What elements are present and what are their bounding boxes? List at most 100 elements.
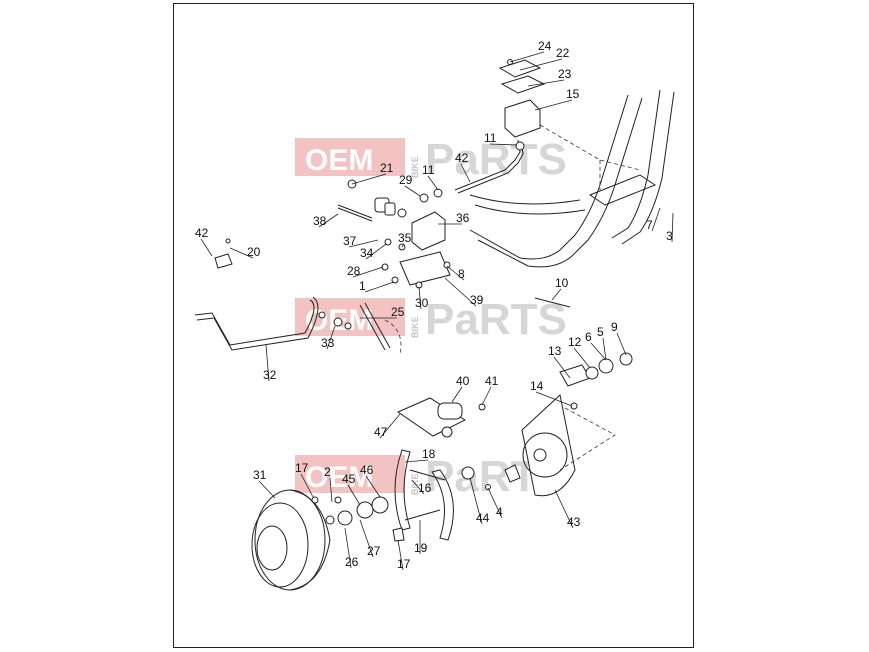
callout-leader-line [411, 479, 425, 495]
callout-leader-line [469, 477, 483, 525]
diagram-frame [173, 3, 694, 648]
callout-label-29: 29 [399, 173, 413, 187]
callout-leader-line [616, 332, 627, 356]
callout-label-19: 19 [414, 541, 428, 555]
callout-leader-line [200, 238, 213, 257]
callout-leader-line [535, 391, 573, 407]
callout-leader-line [229, 247, 254, 259]
watermark-vertical: BIKE [410, 156, 420, 178]
callout-label-23: 23 [558, 67, 572, 81]
callout-label-3: 3 [666, 229, 673, 243]
callout-leader-line [318, 213, 339, 228]
callout-leader-line [460, 163, 471, 183]
callout-leader-line [573, 347, 591, 369]
brake-line [194, 296, 402, 356]
callout-label-1: 1 [359, 279, 366, 293]
callout-leader-line [359, 519, 374, 558]
callout-leader-line [365, 475, 381, 498]
callout-label-4: 4 [496, 505, 503, 519]
callout-label-45: 45 [342, 472, 356, 486]
axle-parts [521, 297, 633, 497]
callout-label-20: 20 [247, 245, 261, 259]
callout-leader-line [352, 266, 384, 278]
callout-leader-line [487, 487, 503, 519]
callout-label-21: 21 [380, 161, 394, 175]
callout-label-30: 30 [415, 296, 429, 310]
watermark-brand: OEM [305, 144, 373, 177]
watermark-vertical: BIKE [410, 473, 420, 495]
callout-label-27: 27 [367, 544, 381, 558]
callout-leader-line [671, 212, 674, 243]
callout-leader-line [348, 239, 379, 248]
callout-leader-line [554, 489, 574, 529]
callout-label-17a: 17 [295, 461, 309, 475]
callout-leader-line [351, 173, 387, 185]
callout-label-15: 15 [566, 87, 580, 101]
callout-leader-line [651, 207, 661, 232]
callout-leader-line [365, 243, 387, 260]
callout-leader-line [519, 58, 563, 71]
callout-label-12: 12 [568, 335, 582, 349]
watermark-top: OEM BIKE PaRTS [295, 135, 567, 184]
callout-leader-line [446, 265, 465, 281]
callout-leader-line [427, 175, 439, 191]
callout-label-18: 18 [422, 447, 436, 461]
callout-label-6: 6 [585, 330, 592, 344]
frame-tubes [469, 89, 675, 268]
callout-leader-line [401, 243, 405, 248]
callout-label-33: 33 [321, 336, 335, 350]
brake-shoes [392, 449, 521, 542]
callout-leader-line [329, 477, 333, 503]
brake-linkage [214, 179, 451, 289]
callout-label-46: 46 [360, 463, 374, 477]
callout-leader-line [590, 342, 607, 361]
callout-leader-line [451, 386, 463, 403]
callout-leader-line [602, 337, 607, 361]
callout-label-39: 39 [470, 293, 484, 307]
callout-label-14: 14 [530, 379, 544, 393]
callout-leader-line [481, 386, 492, 406]
callout-leader-line [404, 185, 421, 197]
callout-label-8: 8 [458, 267, 465, 281]
callout-label-5: 5 [597, 325, 604, 339]
master-cylinder [433, 59, 546, 198]
callout-leader-line [300, 473, 314, 498]
callout-label-41: 41 [485, 374, 499, 388]
callout-label-47: 47 [374, 425, 388, 439]
callout-label-42b: 42 [195, 226, 209, 240]
callout-label-24: 24 [538, 39, 552, 53]
callout-label-32: 32 [263, 368, 277, 382]
callout-leader-line [258, 480, 276, 499]
callout-leader-line [489, 143, 518, 146]
callout-label-22: 22 [556, 46, 570, 60]
callout-leader-line [265, 344, 270, 382]
callout-leader-line [379, 413, 401, 439]
callout-label-31: 31 [253, 468, 267, 482]
callout-label-36: 36 [456, 211, 470, 225]
watermark-middle: OEM BIKE PaRTS [295, 295, 567, 344]
callout-label-37: 37 [343, 234, 357, 248]
callout-label-28: 28 [347, 264, 361, 278]
callout-label-26: 26 [345, 555, 359, 569]
callout-leader-line [527, 79, 565, 87]
callout-label-11a: 11 [484, 131, 497, 145]
callout-label-2: 2 [324, 465, 331, 479]
callout-leader-line [326, 325, 336, 350]
callout-label-17b: 17 [397, 557, 411, 571]
brake-drum [251, 489, 389, 591]
callout-leader-line [397, 539, 404, 571]
callout-label-42a: 42 [455, 151, 469, 165]
callout-leader-line [344, 527, 352, 569]
callout-label-7: 7 [646, 218, 653, 232]
callout-label-25: 25 [391, 305, 405, 319]
callout-label-11b: 11 [422, 163, 435, 177]
callout-leader-line [347, 484, 361, 506]
callout-label-35: 35 [398, 231, 412, 245]
watermark-brand2: PaRTS [425, 135, 567, 184]
watermark-vertical: BIKE [410, 316, 420, 338]
callout-label-13: 13 [548, 344, 562, 358]
callout-leader-line [509, 51, 545, 63]
callout-leader-line [418, 286, 422, 310]
